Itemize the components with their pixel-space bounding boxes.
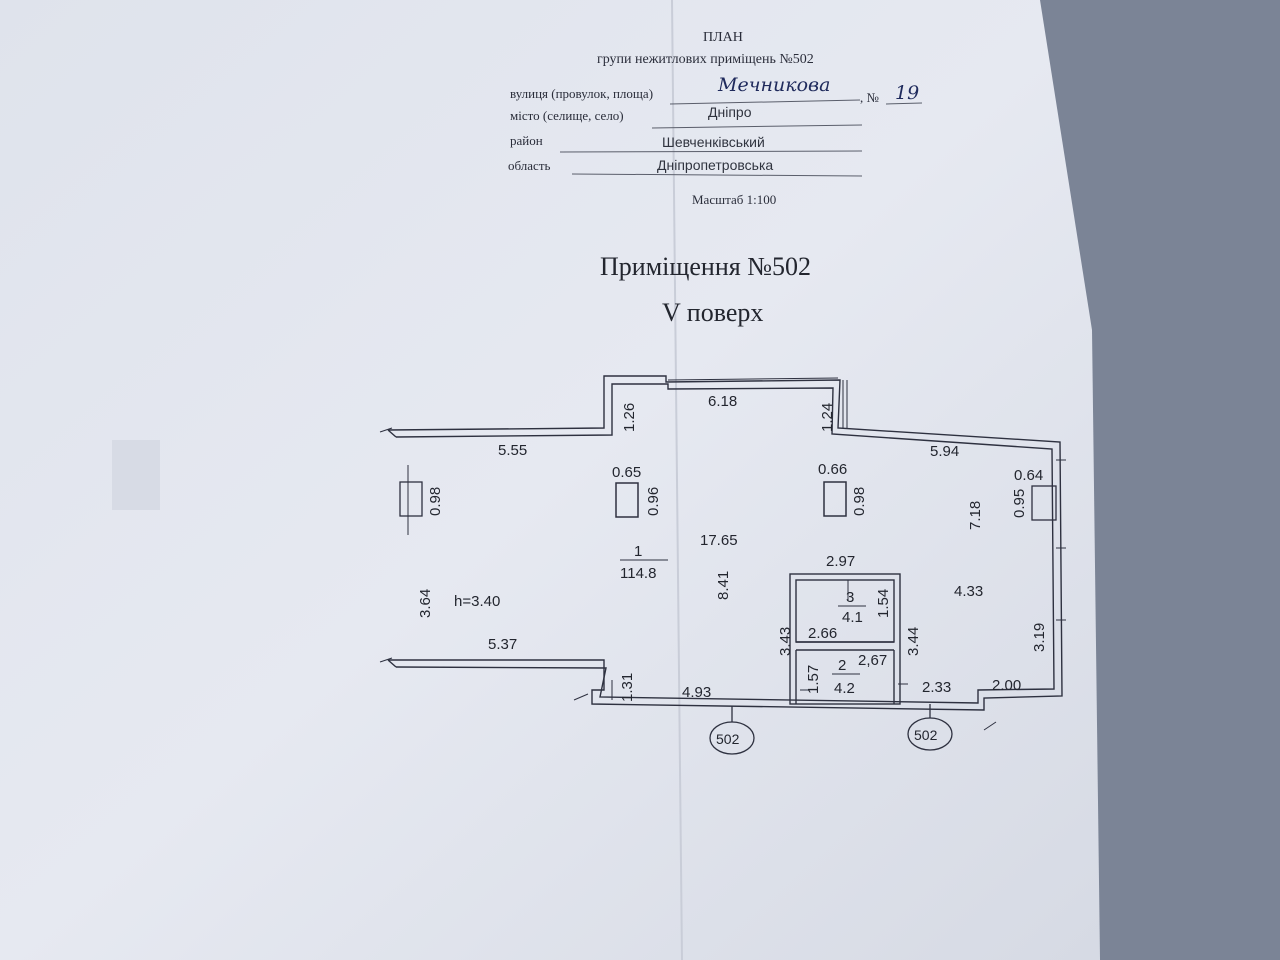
section-marker-right: 502 bbox=[914, 727, 938, 743]
bay-window bbox=[667, 377, 1066, 621]
dimension-ticks bbox=[379, 427, 997, 731]
street-value: Мечникова bbox=[718, 74, 831, 96]
column-2 bbox=[823, 481, 847, 517]
dim-partition-width: 2.66 bbox=[808, 625, 837, 642]
room3-area: 4.1 bbox=[842, 609, 863, 626]
dim-right-room-span: 4.33 bbox=[954, 583, 983, 600]
dim-bottom-right-1: 2.33 bbox=[922, 679, 951, 696]
paper-sheet bbox=[0, 0, 1100, 960]
region-label: область bbox=[508, 158, 551, 173]
dim-center-span: 17.65 bbox=[700, 532, 738, 549]
dim-column1-h: 0.96 bbox=[645, 487, 662, 516]
dim-notch-wall: 5.37 bbox=[488, 636, 517, 653]
plan-title: ПЛАН bbox=[703, 30, 743, 45]
bleed-through-mark bbox=[112, 440, 160, 510]
dim-bottom-wall: 4.93 bbox=[682, 684, 711, 701]
form-underlines bbox=[559, 99, 923, 177]
dim-right-top-wall: 5.94 bbox=[930, 443, 959, 460]
dim-bay-depth-left: 1.26 bbox=[621, 403, 638, 432]
district-value: Шевченківський bbox=[662, 134, 765, 150]
column-1 bbox=[615, 482, 639, 518]
dim-column1-w: 0.65 bbox=[612, 464, 641, 481]
dim-partition-right: 3.44 bbox=[905, 627, 922, 656]
dim-column3-w: 0.64 bbox=[1014, 467, 1043, 484]
dim-bottom-right-2: 2.00 bbox=[992, 677, 1021, 694]
dim-right-lower-wall: 3.19 bbox=[1031, 623, 1048, 652]
interior-partitions bbox=[789, 573, 901, 705]
room1-number: 1 bbox=[634, 543, 642, 560]
dim-room3-depth: 1.54 bbox=[875, 589, 892, 618]
dim-left-top-wall: 5.55 bbox=[498, 442, 527, 459]
dim-room3-width: 2.97 bbox=[826, 553, 855, 570]
room2-number: 2 bbox=[838, 657, 846, 674]
dim-room2-width: 2,67 bbox=[858, 652, 887, 669]
section-markers bbox=[709, 704, 953, 755]
dim-left-lower-wall: 3.64 bbox=[417, 589, 434, 618]
region-value: Дніпропетровська bbox=[657, 157, 774, 173]
dim-column2-w: 0.66 bbox=[818, 461, 847, 478]
scale-text: Масштаб 1:100 bbox=[692, 192, 777, 207]
street-label: вулиця (провулок, площа) bbox=[510, 86, 654, 101]
dim-center-depth: 8.41 bbox=[715, 571, 732, 600]
city-label: місто (селище, село) bbox=[510, 108, 624, 123]
number-label: , № bbox=[860, 90, 879, 105]
dim-left-window: 0.98 bbox=[427, 487, 444, 516]
dim-bay-width: 6.18 bbox=[708, 393, 737, 410]
dim-bay-depth-right: 1.24 bbox=[819, 403, 836, 432]
dim-right-upper-wall: 7.18 bbox=[967, 501, 984, 530]
dim-column2-h: 0.98 bbox=[851, 487, 868, 516]
dim-partition-left: 3.43 bbox=[777, 627, 794, 656]
city-value: Дніпро bbox=[708, 104, 752, 120]
district-label: район bbox=[510, 133, 543, 148]
room2-area: 4.2 bbox=[834, 680, 855, 697]
ceiling-height: h=3.40 bbox=[454, 593, 500, 610]
outer-walls bbox=[387, 375, 1063, 711]
plan-subtitle: групи нежитлових приміщень №502 bbox=[597, 52, 814, 67]
room1-area: 114.8 bbox=[620, 565, 656, 582]
right-wall-window bbox=[1031, 485, 1057, 521]
number-value: 19 bbox=[895, 82, 920, 104]
dim-column3-h: 0.95 bbox=[1011, 489, 1028, 518]
dim-room2-depth: 1.57 bbox=[805, 665, 822, 694]
dim-notch-depth: 1.31 bbox=[619, 673, 636, 702]
floor-label: V поверх bbox=[662, 298, 764, 327]
left-wall-window bbox=[399, 481, 423, 517]
room3-number: 3 bbox=[846, 589, 854, 606]
room-title: Приміщення №502 bbox=[600, 252, 812, 281]
section-marker-left: 502 bbox=[716, 731, 740, 747]
paper-fold bbox=[671, 0, 683, 960]
